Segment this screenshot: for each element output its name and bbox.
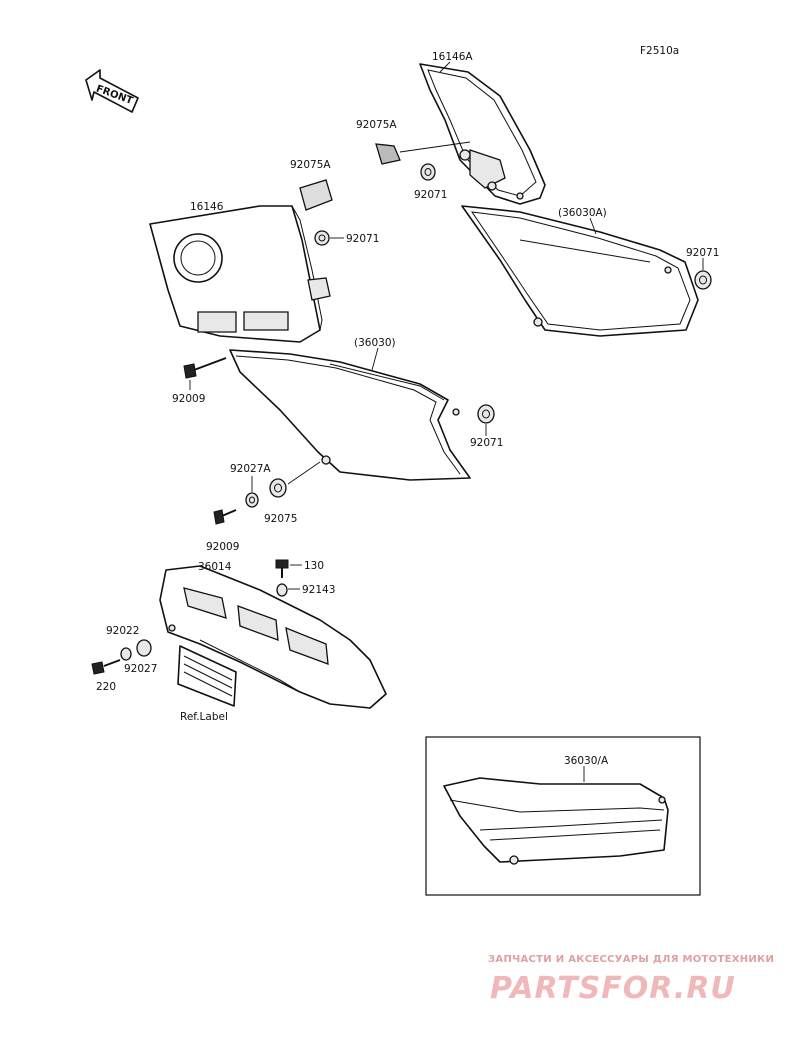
washer-92027A <box>245 492 259 508</box>
callout-16146: 16146 <box>190 201 224 213</box>
side-cover-36030-A-inset <box>443 777 669 865</box>
callout-92009-upper: 92009 <box>172 393 205 405</box>
callout-92071-right: 92071 <box>686 247 719 259</box>
bolt-220 <box>91 659 121 675</box>
inner-panel-16146A <box>419 63 546 205</box>
grommet-92071-top <box>420 163 436 181</box>
callout-92027A: 92027A <box>230 463 271 475</box>
inset-box <box>425 736 701 896</box>
side-cover-36030 <box>229 349 471 481</box>
ref-label-caption: Ref.Label <box>180 711 228 723</box>
side-cover-36030A <box>461 205 699 337</box>
inner-panel-16146 <box>149 205 331 343</box>
callout-130: 130 <box>304 560 324 572</box>
callout-220: 220 <box>96 681 116 693</box>
grommet-92075 <box>269 478 287 498</box>
grommet-92071-left <box>314 230 330 246</box>
callout-92143: 92143 <box>302 584 335 596</box>
screw-130 <box>275 559 289 578</box>
callout-36030A: (36030A) <box>558 207 607 219</box>
callout-92071-top: 92071 <box>414 189 447 201</box>
diagram-code: F2510a <box>640 45 679 57</box>
callout-36030: (36030) <box>354 337 396 349</box>
callout-16146A: 16146A <box>432 51 473 63</box>
washer-92022 <box>120 647 132 661</box>
callout-92075A-left: 92075A <box>290 159 331 171</box>
callout-36014: 36014 <box>198 561 232 573</box>
watermark-brand: PARTSFOR.RU <box>490 971 736 1006</box>
pad-92075A-top <box>375 143 401 165</box>
front-arrow-icon: FRONT <box>85 69 139 113</box>
watermark-tagline: ЗАПЧАСТИ И АКСЕССУАРЫ ДЛЯ МОТОТЕХНИКИ <box>488 954 774 965</box>
callout-36030-A: 36030/A <box>564 755 609 767</box>
grommet-92071-mid <box>477 404 495 424</box>
collar-92027 <box>136 639 152 657</box>
bolt-92009-upper <box>183 357 227 379</box>
callout-92071-mid: 92071 <box>470 437 503 449</box>
callout-92075A-top: 92075A <box>356 119 397 131</box>
collar-92143 <box>276 583 288 597</box>
chain-cover-36014 <box>159 565 387 709</box>
callout-92071-left: 92071 <box>346 233 379 245</box>
bolt-92009-lower <box>213 509 237 525</box>
reference-label-plate <box>177 645 237 707</box>
callout-92009-lower: 92009 <box>206 541 239 553</box>
pad-92075A-left <box>299 179 333 211</box>
callout-92022: 92022 <box>106 625 139 637</box>
callout-92027: 92027 <box>124 663 157 675</box>
grommet-92071-right <box>694 270 712 290</box>
callout-92075: 92075 <box>264 513 297 525</box>
